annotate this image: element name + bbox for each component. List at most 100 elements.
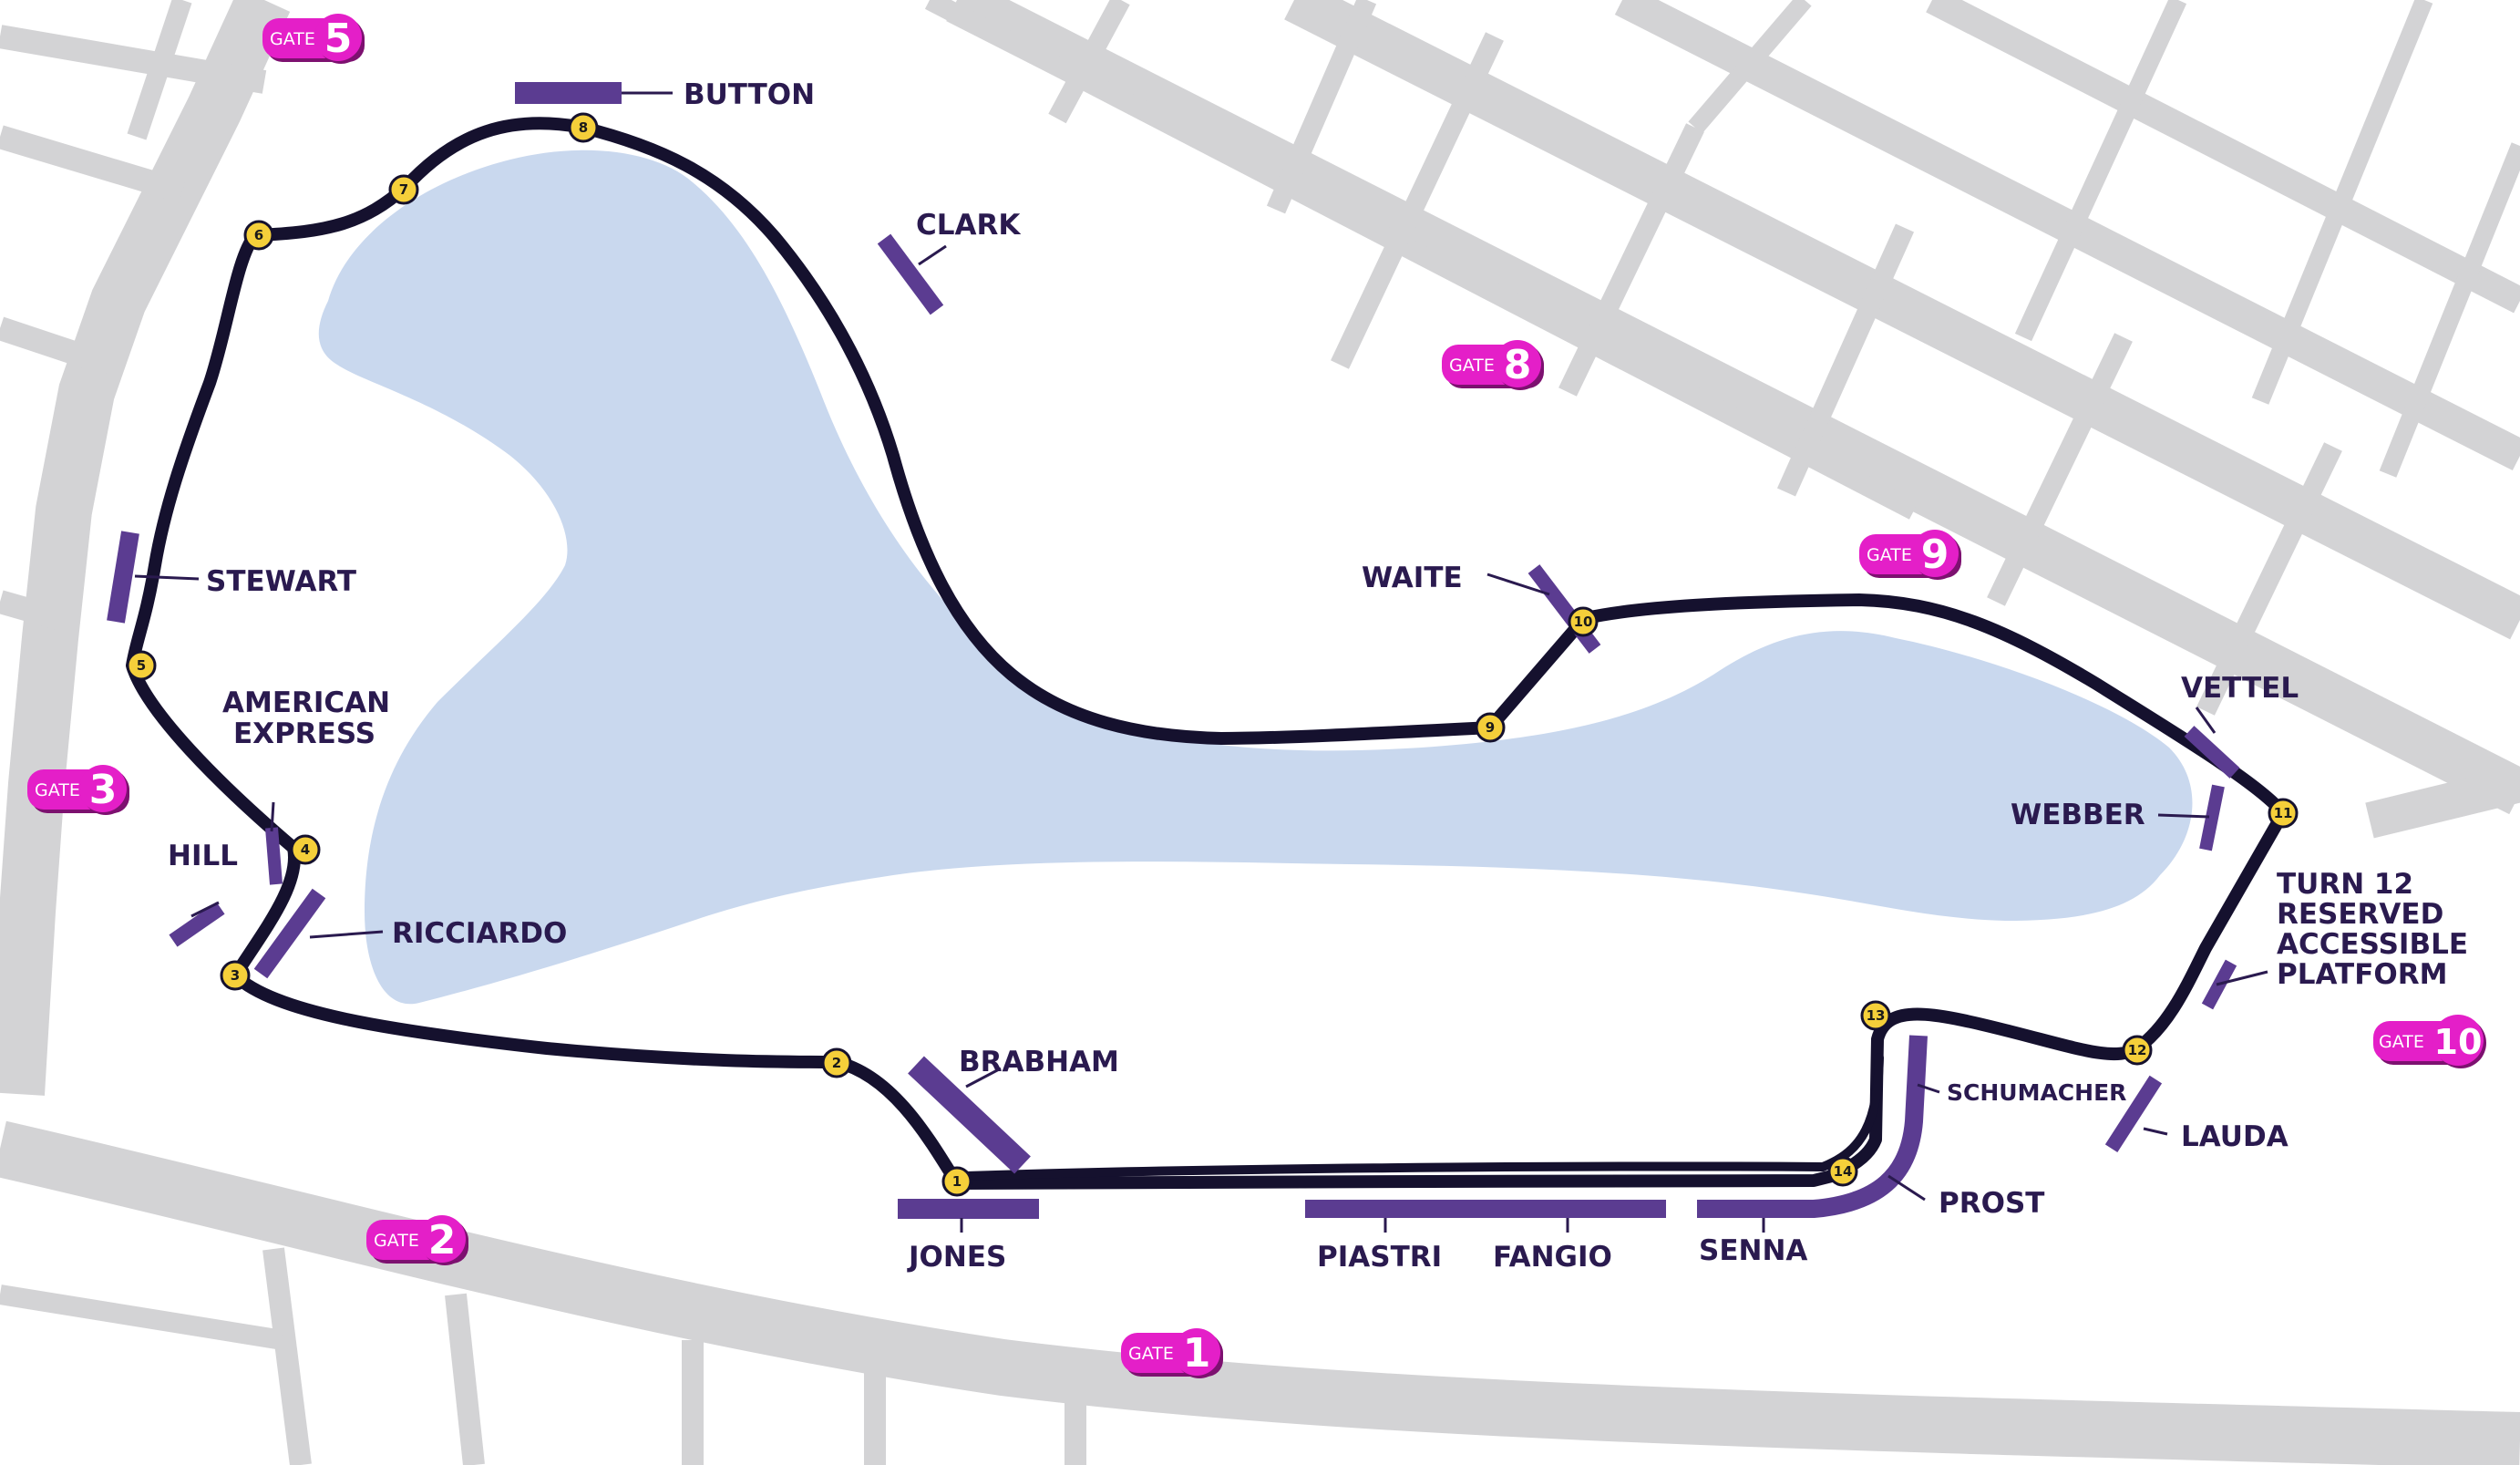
leader-line <box>1486 573 1550 596</box>
leader-line <box>1887 1174 1926 1202</box>
turn-12: 12 <box>2122 1035 2153 1066</box>
street <box>1987 333 2133 606</box>
turn-10: 10 <box>1568 606 1599 637</box>
grandstand-american-express[interactable] <box>265 827 283 885</box>
gate-5[interactable]: GATE 5 <box>262 14 365 64</box>
label-prost: PROST <box>1939 1187 2044 1220</box>
leader-line <box>965 1067 1002 1088</box>
gate-8[interactable]: GATE 8 <box>1442 340 1544 390</box>
street <box>0 125 186 203</box>
svg-text:7: 7 <box>399 181 408 198</box>
grandstand-brabham[interactable] <box>908 1056 1031 1174</box>
leader-line <box>918 244 947 266</box>
label-lauda: LAUDA <box>2181 1120 2289 1153</box>
gate-3-word: GATE <box>35 780 80 800</box>
street <box>2196 442 2342 716</box>
svg-text:2: 2 <box>832 1055 841 1071</box>
grandstand-webber[interactable] <box>2199 784 2225 851</box>
gate-10-number: 10 <box>2434 1022 2483 1062</box>
turn-markers: 1 2 3 4 5 6 7 8 9 10 11 12 13 14 <box>126 112 2299 1197</box>
gate-3-number: 3 <box>89 767 118 813</box>
street <box>2379 142 2520 478</box>
gate-10-word: GATE <box>2379 1032 2424 1052</box>
leader-line <box>270 801 275 832</box>
label-piastri: PIASTRI <box>1317 1241 1442 1274</box>
label-senna: SENNA <box>1699 1234 1807 1267</box>
svg-text:8: 8 <box>579 119 588 136</box>
leader-line <box>190 901 220 918</box>
leader-line <box>2195 707 2217 734</box>
turn-3: 3 <box>220 960 251 991</box>
leader-line <box>2216 970 2268 986</box>
gate-8-word: GATE <box>1449 356 1495 376</box>
gate-10[interactable]: GATE 10 <box>2373 1015 2486 1068</box>
grandstand-clark[interactable] <box>877 233 944 315</box>
gate-1-number: 1 <box>1183 1330 1211 1377</box>
label-american-express-1: AMERICAN <box>222 686 390 719</box>
turn-4: 4 <box>290 834 321 865</box>
street <box>262 1247 312 1465</box>
street <box>0 316 114 377</box>
street <box>1048 0 1130 124</box>
label-turn12-3: ACCESSIBLE <box>2277 928 2468 961</box>
street <box>1558 123 1704 397</box>
grandstand-senna-prost[interactable] <box>1697 1035 1928 1218</box>
street <box>2014 0 2187 342</box>
label-ricciardo: RICCIARDO <box>392 917 567 950</box>
street <box>924 0 1919 520</box>
svg-text:4: 4 <box>301 841 310 858</box>
turn-2: 2 <box>821 1047 852 1078</box>
grandstand-stewart[interactable] <box>107 531 139 624</box>
label-turn12-4: PLATFORM <box>2277 958 2447 991</box>
label-brabham: BRABHAM <box>959 1046 1119 1078</box>
gate-9[interactable]: GATE 9 <box>1859 530 1961 580</box>
street <box>0 0 291 1096</box>
svg-text:14: 14 <box>1834 1163 1853 1180</box>
leader-line <box>309 930 384 939</box>
grandstand-ricciardo[interactable] <box>253 888 326 979</box>
grandstand-vettel[interactable] <box>2184 726 2240 779</box>
turn-13: 13 <box>1860 1000 1891 1031</box>
label-turn12-2: RESERVED <box>2277 898 2443 931</box>
label-waite: WAITE <box>1362 562 1463 594</box>
gate-9-word: GATE <box>1867 545 1912 565</box>
gate-1-word: GATE <box>1128 1344 1174 1364</box>
street <box>1284 0 2520 640</box>
turn-1: 1 <box>941 1166 972 1197</box>
turn-6: 6 <box>243 220 274 251</box>
grandstand-hill[interactable] <box>169 902 225 947</box>
street <box>946 0 2520 815</box>
label-leaders <box>134 91 2268 1233</box>
gate-2-number: 2 <box>428 1217 457 1264</box>
svg-text:1: 1 <box>952 1173 962 1190</box>
gate-3[interactable]: GATE 3 <box>27 765 129 815</box>
street <box>1331 32 1504 369</box>
label-button: BUTTON <box>684 78 815 111</box>
turn-14: 14 <box>1827 1156 1858 1187</box>
gate-8-number: 8 <box>1504 342 1532 388</box>
gate-5-number: 5 <box>324 15 353 62</box>
svg-text:11: 11 <box>2274 805 2293 821</box>
street <box>0 1120 2520 1465</box>
svg-text:5: 5 <box>137 657 146 674</box>
track-parallel-segment <box>962 1053 1884 1181</box>
turn-11: 11 <box>2268 798 2299 829</box>
street <box>2251 0 2433 405</box>
albert-park-lake <box>318 150 2193 1005</box>
gate-1[interactable]: GATE 1 <box>1121 1328 1223 1378</box>
street <box>0 590 67 632</box>
street <box>445 1293 485 1465</box>
leader-line <box>134 574 200 581</box>
street <box>127 0 192 140</box>
leader-line <box>2143 1127 2168 1136</box>
svg-text:9: 9 <box>1486 719 1495 736</box>
gate-2-word: GATE <box>374 1231 419 1251</box>
grandstand-lauda[interactable] <box>2104 1073 2163 1155</box>
race-track <box>126 117 2289 1190</box>
label-stewart: STEWART <box>206 565 356 598</box>
label-hill: HILL <box>168 840 238 872</box>
label-schumacher: SCHUMACHER <box>1947 1079 2126 1106</box>
label-american-express-2: EXPRESS <box>233 717 375 750</box>
gate-2[interactable]: GATE 2 <box>366 1215 468 1265</box>
